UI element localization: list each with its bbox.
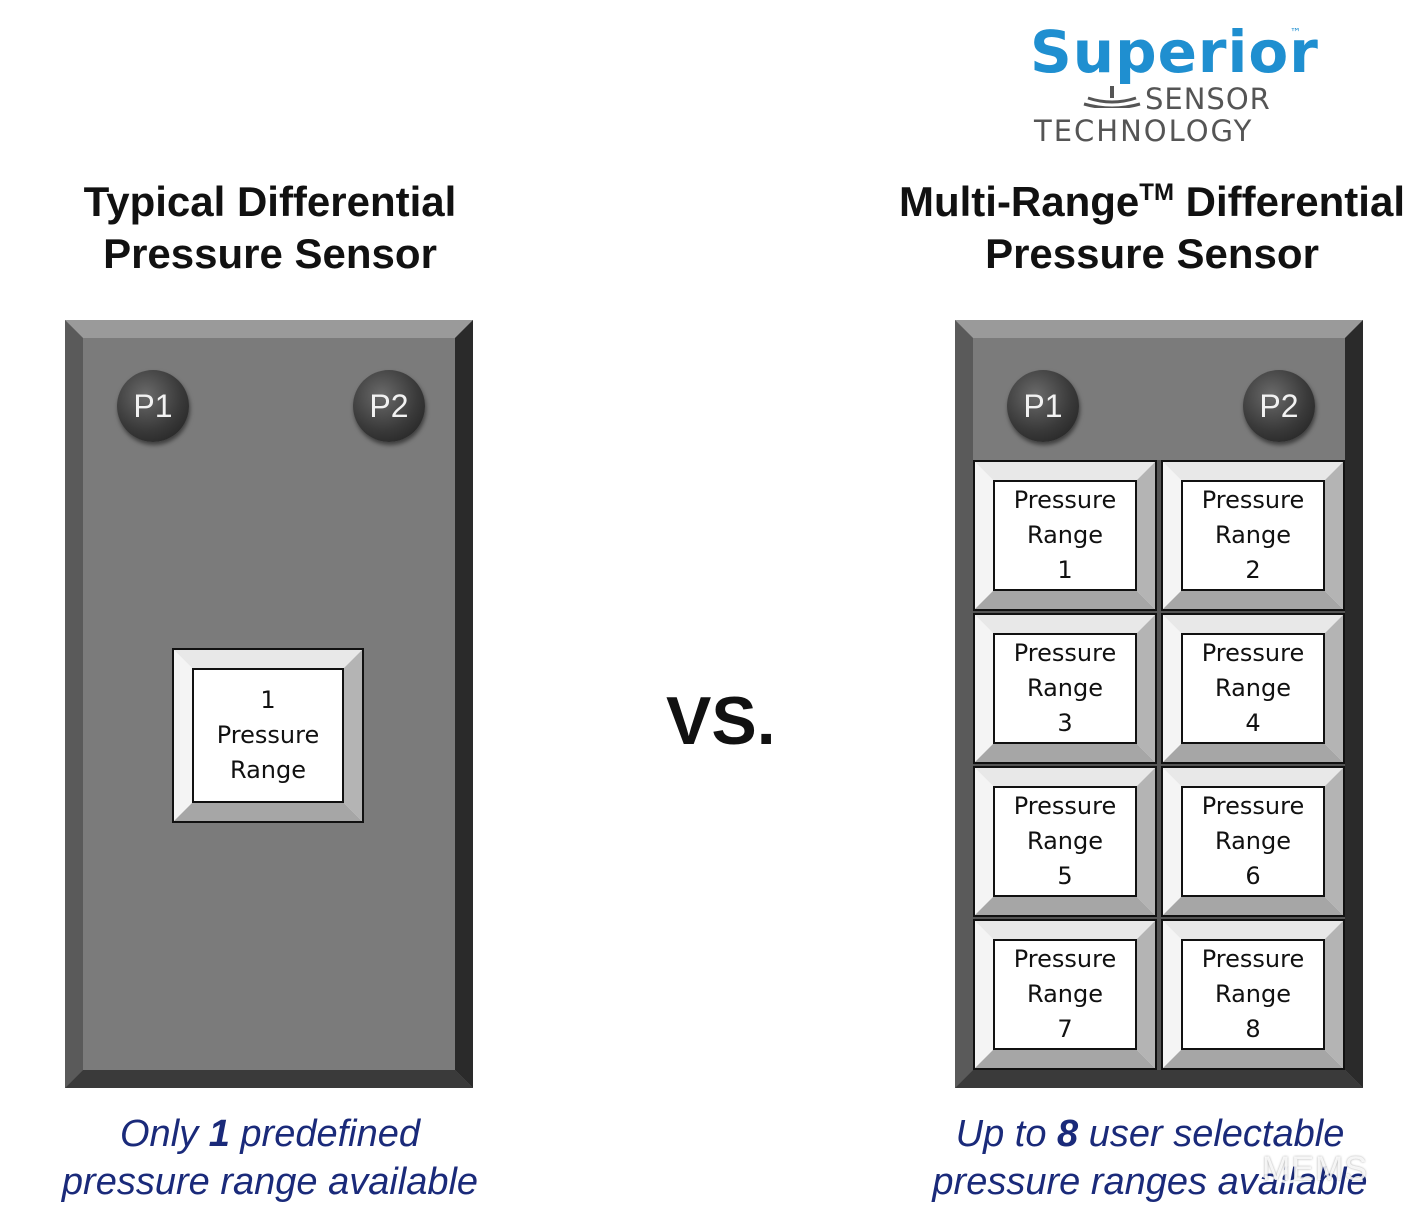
single-range-label: 1 Pressure Range [192,668,344,803]
bevel-left [955,320,973,1088]
logo-word: Superior [1030,18,1319,86]
right-caption-line1: Up to 8 user selectable [900,1110,1400,1158]
left-caption-line1: Only 1 predefined [20,1110,520,1158]
range-number: 8 [1245,1015,1261,1043]
range-line1: Pressure [1201,486,1305,514]
caption-text: user selectable [1078,1113,1345,1155]
range-line1: Pressure [1201,639,1305,667]
range-line2: Range [1026,674,1104,702]
range-line2: Range [1214,521,1292,549]
right-heading-product: Multi-Range [898,178,1140,225]
left-heading: Typical Differential Pressure Sensor [40,176,500,280]
caption-count: 8 [1057,1113,1079,1155]
bevel-right [455,320,473,1088]
range-line2: Range [1214,980,1292,1008]
range-number: 5 [1057,862,1073,890]
port-p1: P1 [1007,370,1079,442]
bevel-right [1345,320,1363,1088]
range-line2: Range [1026,980,1104,1008]
bevel-top [65,320,473,338]
range-number: 1 [1057,556,1073,584]
range-number: 2 [1245,556,1261,584]
right-heading-tm: TM [1139,179,1174,206]
range-number: 4 [1245,709,1261,737]
superior-sensor-logo: Superior ™ SENSOR TECHNOLOGY [1020,18,1318,153]
bevel-top [955,320,1363,338]
range-line2: Range [1214,827,1292,855]
port-p2: P2 [353,370,425,442]
versus-label: VS. [666,683,776,759]
range-number: 6 [1245,862,1261,890]
tile-line: 1 [260,686,276,714]
watermark-text: MEMS [1262,1150,1368,1188]
logo-sensor-text: SENSOR [1145,82,1271,116]
range-line1: Pressure [1013,945,1117,973]
port-p1: P1 [117,370,189,442]
tile-line: Range [229,756,307,784]
caption-count: 1 [208,1113,230,1155]
right-heading-differential: Differential [1173,178,1405,225]
range-line2: Range [1026,827,1104,855]
wechat-watermark-icon [1255,1152,1303,1184]
range-line1: Pressure [1013,792,1117,820]
left-heading-line2: Pressure Sensor [103,230,437,277]
single-range-tile: 1 Pressure Range [172,648,364,823]
range-line1: Pressure [1013,639,1117,667]
tile-line: Pressure [216,721,320,749]
typical-sensor-body: P1 P2 1 Pressure Range [65,320,473,1088]
range-line1: Pressure [1201,945,1305,973]
bevel-left [65,320,83,1088]
range-line1: Pressure [1201,792,1305,820]
range-number: 7 [1057,1015,1073,1043]
logo-trademark: ™ [1290,26,1301,39]
logo-technology-text: TECHNOLOGY [1034,114,1254,148]
left-heading-line1: Typical Differential [83,178,457,225]
bevel-bottom [65,1070,473,1088]
right-caption: Up to 8 user selectable pressure ranges … [900,1110,1400,1206]
range-number: 3 [1057,709,1073,737]
bevel-bottom [955,1070,1363,1088]
right-heading-line1: Multi-RangeTM Differential [880,176,1424,228]
left-caption: Only 1 predefined pressure range availab… [20,1110,520,1206]
right-heading: Multi-RangeTM Differential Pressure Sens… [880,176,1424,280]
range-line2: Range [1214,674,1292,702]
caption-text: Up to [955,1113,1058,1155]
logo-waves-icon [1083,86,1141,108]
caption-text: Only [120,1113,209,1155]
left-caption-line2: pressure range available [61,1161,479,1203]
port-p2: P2 [1243,370,1315,442]
range-line1: Pressure [1013,486,1117,514]
range-line2: Range [1026,521,1104,549]
caption-text: predefined [229,1113,420,1155]
right-heading-line2: Pressure Sensor [985,230,1319,277]
